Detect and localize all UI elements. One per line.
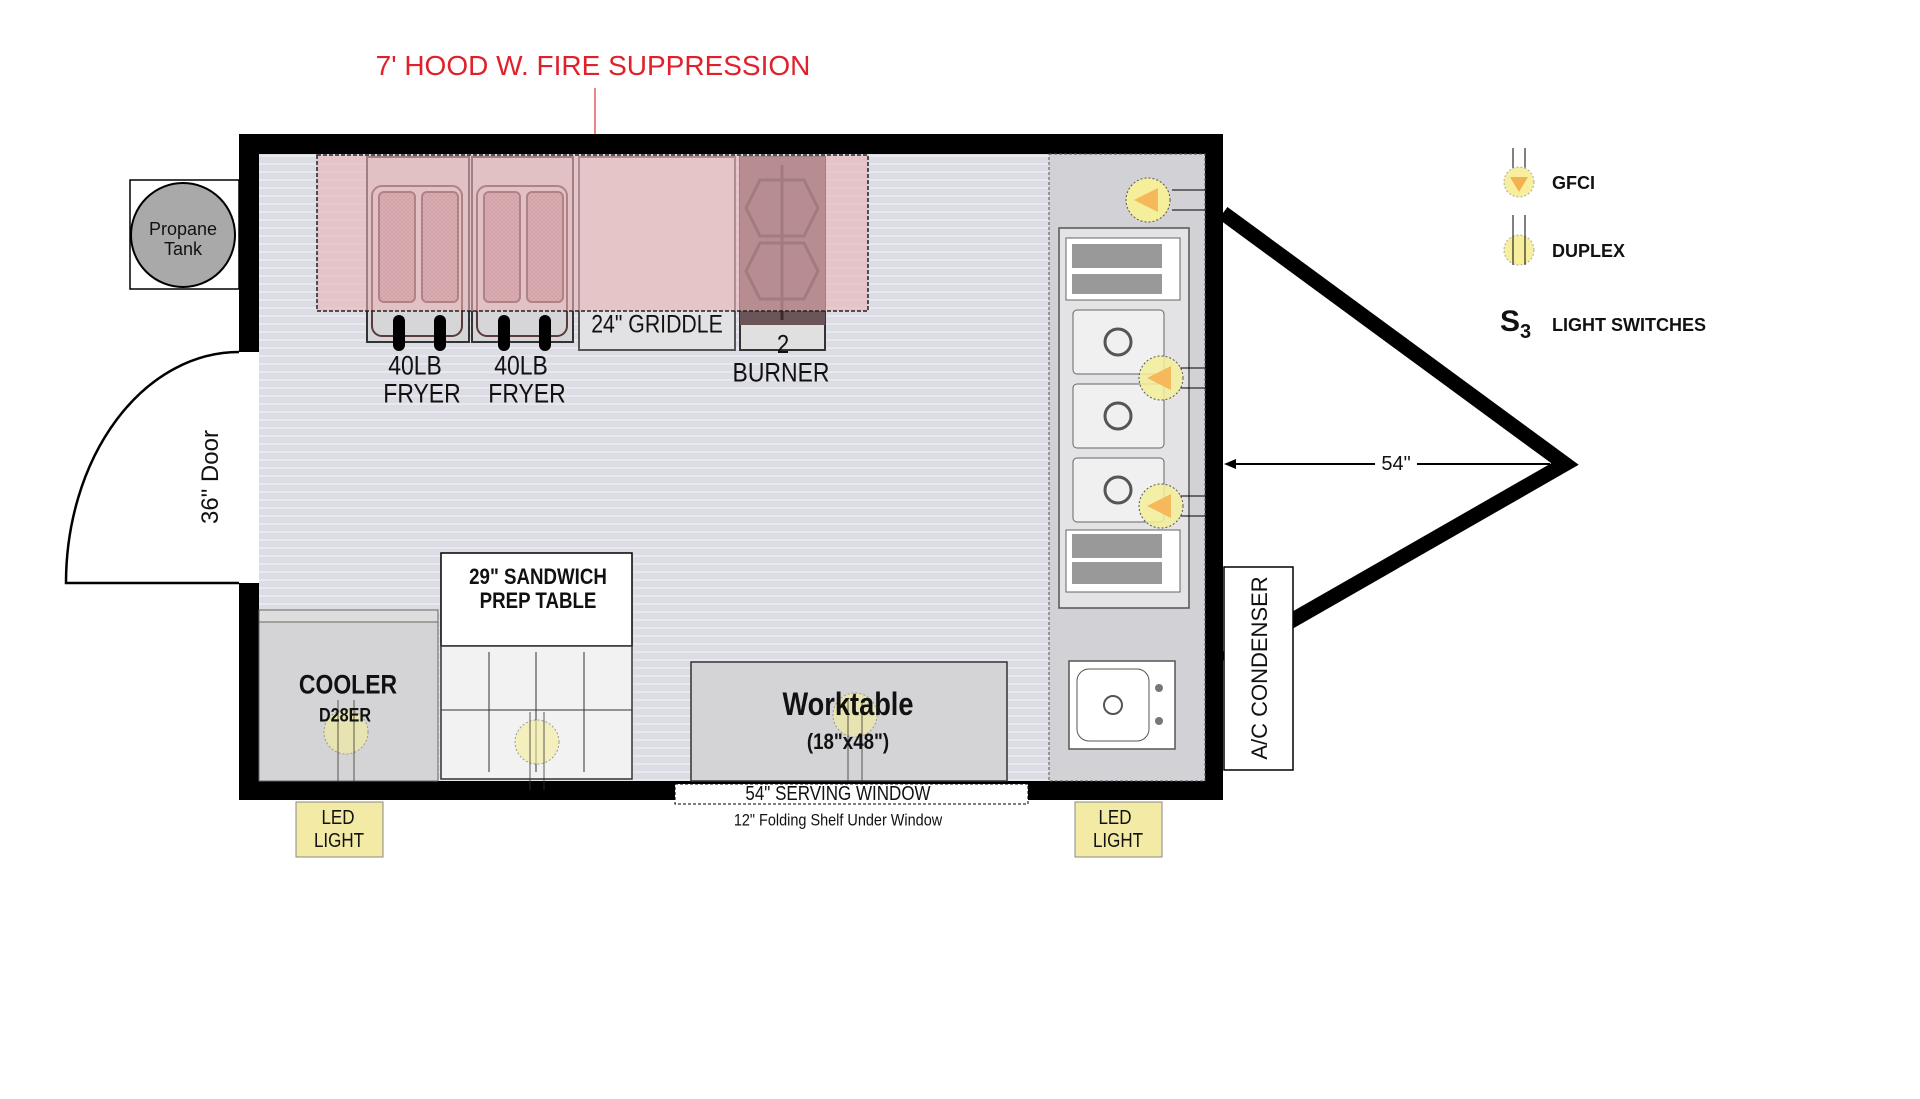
- legend-gfci-icon: [1503, 148, 1535, 198]
- hand-sink: [1068, 660, 1176, 750]
- led-left-label-1: LED: [321, 807, 355, 829]
- fryer-1-label-2: FRYER: [383, 378, 461, 409]
- tongue-dimension-arrowhead: [1224, 459, 1236, 469]
- folding-shelf-label: 12" Folding Shelf Under Window: [733, 810, 943, 830]
- serving-window-label: 54" SERVING WINDOW: [745, 783, 931, 805]
- legend-duplex-icon: [1503, 215, 1535, 266]
- prep-table-label-1: 29" SANDWICH: [469, 564, 607, 589]
- three-compartment-sink: [1058, 227, 1190, 609]
- prep-table-label-2: PREP TABLE: [479, 588, 597, 613]
- hood: [316, 154, 869, 312]
- burner-label-2: BURNER: [732, 357, 830, 388]
- propane-label-1: Propane: [148, 219, 218, 239]
- fryer-1-label-1: 40LB: [388, 350, 442, 381]
- switch-symbol-subscript: 3: [1520, 321, 1532, 343]
- cooler-label: COOLER: [298, 669, 398, 700]
- cooler-model: D28ER: [318, 705, 372, 727]
- legend-gfci-label: GFCI: [1552, 173, 1595, 193]
- legend-switches-label: LIGHT SWITCHES: [1552, 315, 1706, 335]
- led-left-label-2: LIGHT: [313, 830, 365, 852]
- led-right-label-1: LED: [1098, 807, 1132, 829]
- propane-label-2: Tank: [163, 239, 203, 259]
- legend-switch-symbol: S3: [1500, 305, 1532, 343]
- led-right-label-2: LIGHT: [1092, 830, 1144, 852]
- gfci-outlet: [1138, 483, 1205, 529]
- duplex-outlet: [514, 712, 560, 790]
- griddle-label: 24" GRIDDLE: [591, 310, 723, 339]
- propane-tank: [130, 182, 236, 288]
- led-light-right: [1074, 801, 1163, 858]
- worktable-size: (18"x48"): [806, 729, 890, 754]
- duplex-outlet: [832, 692, 878, 781]
- fryer-2-label-2: FRYER: [488, 378, 566, 409]
- led-light-left: [295, 801, 384, 858]
- legend-duplex-label: DUPLEX: [1552, 241, 1626, 261]
- serving-window: [674, 783, 1029, 805]
- tongue-dimension-label: 54": [1381, 453, 1411, 475]
- door-label: 36" Door: [197, 430, 224, 524]
- duplex-outlet: [323, 700, 369, 781]
- ac-condenser-label: A/C CONDENSER: [1247, 576, 1272, 760]
- burner-label-1: 2: [776, 329, 790, 359]
- hood-title: 7' HOOD W. FIRE SUPPRESSION: [375, 50, 811, 81]
- gfci-outlet: [1138, 355, 1205, 401]
- door-swing-arc: [64, 350, 240, 585]
- cooler-top-strip: [258, 609, 439, 623]
- gfci-outlet: [1125, 177, 1205, 223]
- door-opening: [239, 352, 259, 583]
- switch-symbol-letter: S: [1500, 305, 1521, 338]
- cooler: [258, 621, 439, 782]
- trailer-tongue: [1218, 206, 1579, 667]
- worktable-label: Worktable: [782, 686, 914, 722]
- ac-condenser: [1223, 566, 1294, 771]
- fryer-2-label-1: 40LB: [494, 350, 548, 381]
